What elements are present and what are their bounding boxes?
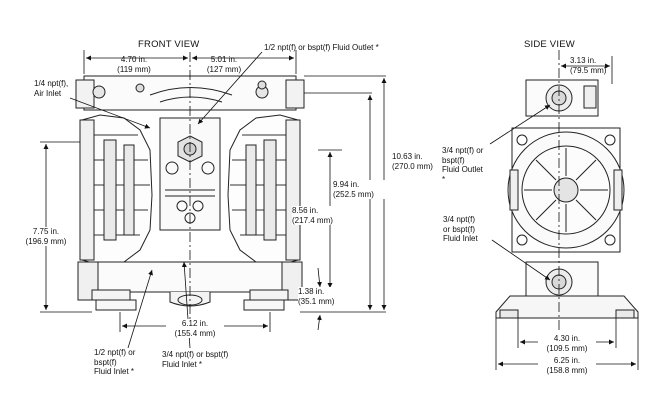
air-inlet-label: 1/4 npt(f), Air Inlet <box>34 79 69 98</box>
side-base-outer-label: 6.25 in. (158.8 mm) <box>538 356 596 375</box>
side-top-offset-label: 3.13 in. (79.5 mm) <box>570 56 607 75</box>
side-view-title: SIDE VIEW <box>524 39 575 50</box>
side-view-pump <box>496 80 638 318</box>
height-center-label: 8.56 in. (217.4 mm) <box>292 206 344 225</box>
fluid-inlet-center-label: 3/4 npt(f) or bspt(f) Fluid Inlet * <box>162 350 229 369</box>
fluid-inlet-left-label: 1/2 npt(f) or bspt(f) Fluid Inlet * <box>94 348 136 376</box>
base-width-label: 6.12 in. (155.4 mm) <box>166 319 224 338</box>
front-view-pump <box>76 76 304 310</box>
side-fluid-outlet-label: 3/4 npt(f) or bspt(f) Fluid Outlet * <box>442 146 484 184</box>
height-total-label: 10.63 in. (270.0 mm) <box>392 152 452 171</box>
fluid-outlet-label: 1/2 npt(f) or bspt(f) Fluid Outlet * <box>264 43 379 52</box>
side-fluid-inlet-label: 3/4 npt(f) or bspt(f) Fluid Inlet <box>443 215 478 243</box>
front-width-right-label: 5.01 in. (127 mm) <box>206 55 242 74</box>
height-left-label: 7.75 in. (196.9 mm) <box>16 227 76 246</box>
front-view-title: FRONT VIEW <box>138 39 200 50</box>
height-manifold-label: 9.94 in. (252.5 mm) <box>333 180 389 199</box>
side-base-inner-label: 4.30 in. (109.5 mm) <box>538 334 596 353</box>
height-foot-label: 1.38 in. (35.1 mm) <box>298 287 350 306</box>
front-width-left-label: 4.70 in. (119 mm) <box>117 55 151 74</box>
